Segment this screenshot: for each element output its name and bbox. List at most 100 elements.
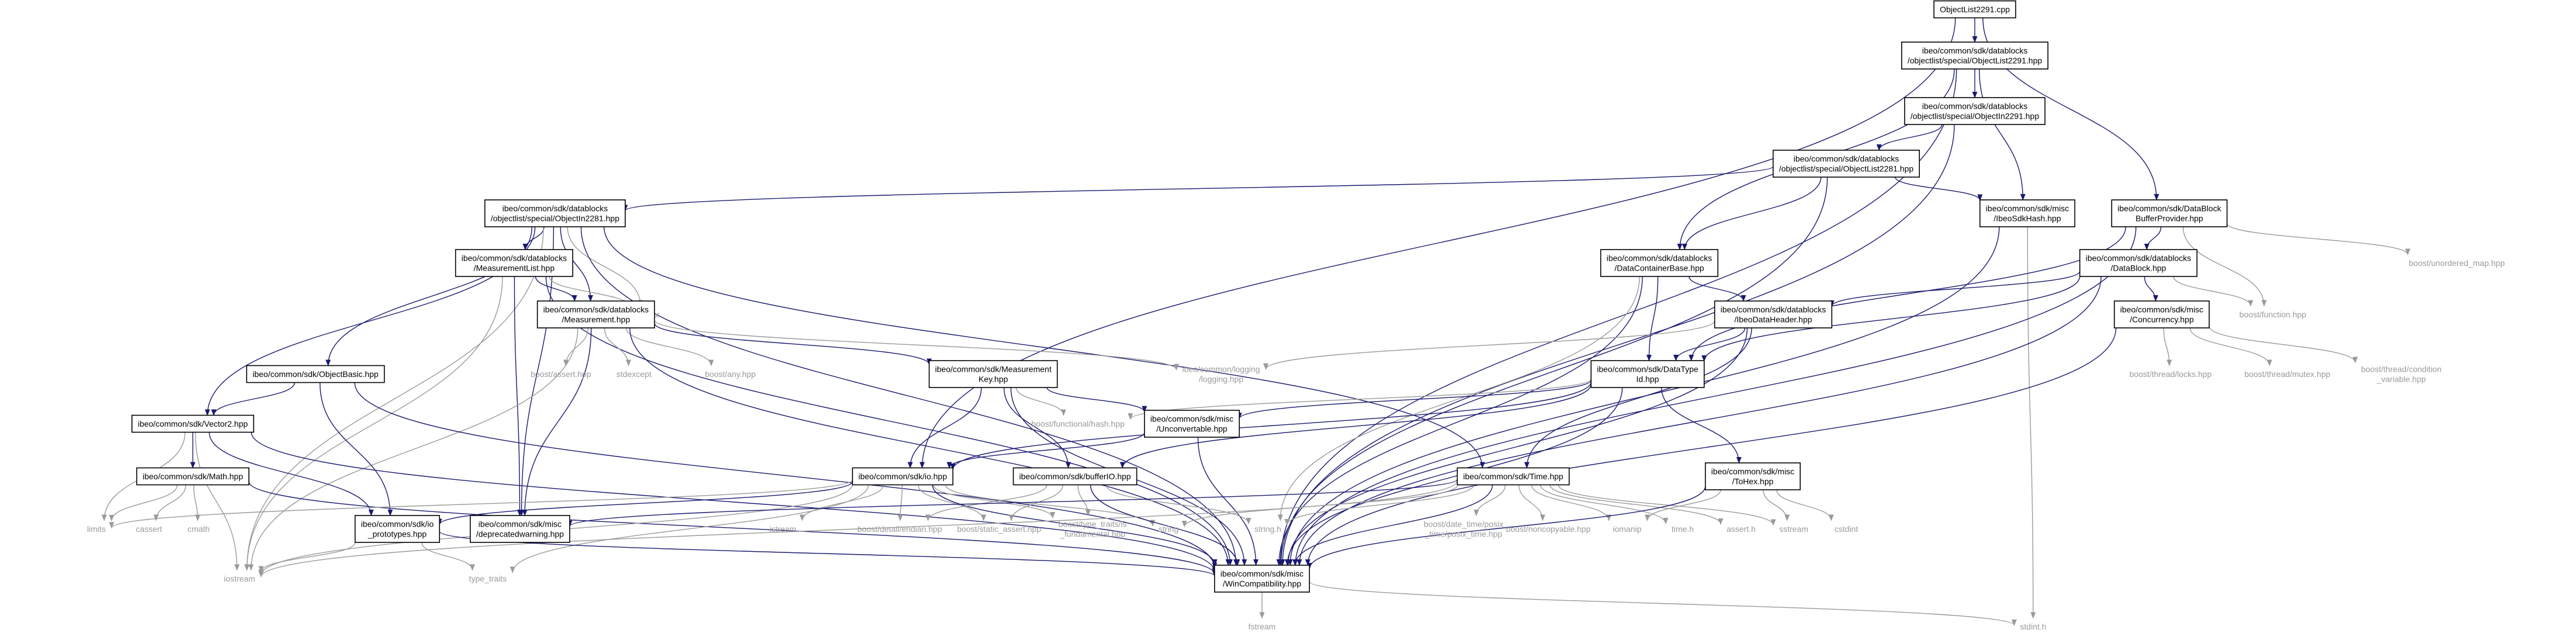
edge-dcb-to-stringh (1277, 276, 1640, 521)
edge-oin2281-to-wincompat (580, 226, 1239, 566)
node-concur[interactable]: ibeo/common/sdk/misc/Concurrency.hpp (2114, 300, 2210, 328)
node-bufio[interactable]: ibeo/common/sdk/bufferIO.hpp (1013, 467, 1138, 486)
node-label-bufio-0: ibeo/common/sdk/bufferIO.hpp (1019, 472, 1131, 481)
node-unconv[interactable]: ibeo/common/sdk/misc/Unconvertable.hpp (1144, 410, 1240, 438)
node-oin2291[interactable]: ibeo/common/sdk/datablocks/objectlist/sp… (1904, 97, 2045, 125)
node-label-iomanip-0: iomanip (1613, 524, 1641, 534)
node-box-meas (536, 300, 656, 328)
node-box-timehpp (1457, 467, 1570, 486)
edge-tohex-to-iomanip (1645, 489, 1721, 521)
node-root[interactable]: ObjectList2291.cpp (1933, 0, 2016, 19)
edge-measkey-to-bufio (1003, 387, 1071, 469)
edge-bufprov-to-wincompat (1292, 226, 2137, 566)
edge-timehpp-to-timeh (1540, 485, 1669, 525)
edge-objbasic-to-ioproto (319, 382, 393, 517)
node-label-wincompat-1: /WinCompatibility.hpp (1223, 579, 1302, 588)
node-label-measkey-1: Key.hpp (979, 374, 1008, 383)
edge-meas-to-stdexcept (604, 327, 632, 366)
node-staticassert: boost/static_assert.hpp (957, 524, 1041, 534)
edge-dcb-to-datahdr (1689, 276, 1746, 302)
node-vector2[interactable]: ibeo/common/sdk/Vector2.hpp (131, 414, 254, 433)
node-label-vector2-0: ibeo/common/sdk/Vector2.hpp (138, 419, 248, 428)
node-label-sdkhash-1: /IbeoSdkHash.hpp (1993, 213, 2061, 223)
node-bufprov[interactable]: ibeo/common/sdk/DataBlockBufferProvider.… (2111, 199, 2228, 227)
node-label-logging-1: /logging.hpp (1199, 374, 1244, 383)
node-cmath: cmath (188, 524, 210, 534)
node-fstream: fstream (1249, 622, 1276, 631)
edge-iohpp-to-staticassert (917, 485, 986, 521)
node-label-bufprov-1: BufferProvider.hpp (2135, 213, 2203, 223)
edge-bufprov-to-datablock (2144, 226, 2162, 251)
edge-meas-to-bassert (563, 327, 589, 366)
node-stdinth: stdint.h (2020, 622, 2046, 631)
node-ol2291hpp[interactable]: ibeo/common/sdk/datablocks/objectlist/sp… (1901, 41, 2048, 70)
node-ioproto[interactable]: ibeo/common/sdk/io_prototypes.hpp (354, 515, 441, 543)
node-label-sstream-0: sstream (1779, 524, 1808, 534)
node-label-datablock-1: /DataBlock.hpp (2111, 263, 2166, 272)
node-deprec[interactable]: ibeo/common/sdk/misc/deprecatedwarning.h… (470, 515, 570, 543)
edge-concur-to-wincompat (1305, 327, 2117, 566)
node-box-datatypeid (1590, 360, 1705, 388)
edge-vector2-to-ioproto (209, 432, 374, 517)
node-box-ioproto (354, 515, 441, 543)
edge-oin2281-to-deprec (519, 226, 554, 517)
node-label-mutex-0: boost/thread/mutex.hpp (2244, 369, 2330, 379)
node-label-tohex-1: /ToHex.hpp (1732, 476, 1774, 486)
edge-measlist-to-deprec (514, 276, 522, 517)
edge-ol2291hpp-to-wincompat (1277, 68, 1957, 566)
node-objbasic[interactable]: ibeo/common/sdk/ObjectBasic.hpp (246, 365, 385, 383)
node-label-oin2281-0: ibeo/common/sdk/datablocks (502, 203, 608, 213)
edge-vector2-to-iostream (195, 432, 240, 571)
node-label-iostream-0: iostream (224, 574, 255, 583)
node-dcb[interactable]: ibeo/common/sdk/datablocks/DataContainer… (1600, 249, 1719, 277)
edge-meas-to-deprec (522, 327, 592, 517)
node-label-oin2291-1: /objectlist/special/ObjectIn2291.hpp (1911, 111, 2039, 120)
edge-timehpp-to-noncopy (1518, 485, 1545, 521)
edge-iohpp-to-istype (932, 485, 1056, 519)
node-ptime: boost/date_time/posix_time/posix_time.hp… (1424, 519, 1503, 538)
edges-layer (101, 18, 2411, 627)
node-box-objbasic (246, 365, 385, 383)
edge-ioproto-to-iostream (258, 542, 356, 573)
node-box-olsp2281 (1773, 150, 1920, 178)
node-iohpp[interactable]: ibeo/common/sdk/io.hpp (852, 467, 954, 486)
edge-datatypeid-to-bufio (1119, 384, 1592, 469)
node-label-bufprov-0: ibeo/common/sdk/DataBlock (2117, 203, 2221, 213)
node-label-istype-1: _fundamental.hpp (1059, 529, 1125, 538)
node-meas[interactable]: ibeo/common/sdk/datablocks/Measurement.h… (536, 300, 656, 328)
edge-bufio-to-istype (1077, 485, 1091, 517)
node-oin2281[interactable]: ibeo/common/sdk/datablocks/objectlist/sp… (484, 199, 626, 227)
node-label-unconv-1: /Unconvertable.hpp (1156, 424, 1228, 433)
node-box-measkey (928, 360, 1058, 388)
edge-olsp2281-to-wincompat (1278, 177, 1828, 566)
edge-oin2281-to-objbasic (325, 226, 536, 366)
node-endian: boost/detail/endian.hpp (858, 524, 942, 534)
node-measlist[interactable]: ibeo/common/sdk/datablocks/MeasurementLi… (455, 249, 574, 277)
node-wincompat[interactable]: ibeo/common/sdk/misc/WinCompatibility.hp… (1214, 565, 1310, 593)
node-box-tohex (1705, 462, 1801, 490)
edge-concur-to-mutex (2189, 327, 2272, 366)
node-datablock[interactable]: ibeo/common/sdk/datablocks/DataBlock.hpp (2079, 249, 2198, 277)
node-box-ol2291hpp (1901, 41, 2048, 70)
node-label-dcb-0: ibeo/common/sdk/datablocks (1607, 253, 1712, 262)
node-label-staticassert-0: boost/static_assert.hpp (957, 524, 1041, 534)
node-label-unordmap-0: boost/unordered_map.hpp (2409, 258, 2505, 268)
node-label-ioproto-0: ibeo/common/sdk/io (361, 519, 434, 528)
node-istype: boost/type_traits/is_fundamental.hpp (1059, 519, 1127, 538)
node-label-measkey-0: ibeo/common/sdk/Measurement (935, 364, 1051, 373)
node-mathhpp[interactable]: ibeo/common/sdk/Math.hpp (136, 467, 249, 486)
node-tohex[interactable]: ibeo/common/sdk/misc/ToHex.hpp (1705, 462, 1801, 490)
node-label-tohex-0: ibeo/common/sdk/misc (1711, 466, 1794, 476)
node-label-meas-0: ibeo/common/sdk/datablocks (543, 305, 649, 314)
node-timehpp[interactable]: ibeo/common/sdk/Time.hpp (1457, 467, 1570, 486)
node-datahdr[interactable]: ibeo/common/sdk/datablocks/IbeoDataHeade… (1714, 300, 1833, 328)
node-label-asserth-0: assert.h (1726, 524, 1756, 534)
node-label-iohpp-0: ibeo/common/sdk/io.hpp (858, 472, 947, 481)
node-box-bufprov (2111, 199, 2228, 227)
node-olsp2281[interactable]: ibeo/common/sdk/datablocks/objectlist/sp… (1773, 150, 1920, 178)
node-sdkhash[interactable]: ibeo/common/sdk/misc/IbeoSdkHash.hpp (1979, 199, 2075, 227)
node-label-bany-0: boost/any.hpp (705, 369, 756, 379)
edge-meas-to-wincompat (629, 327, 1231, 566)
